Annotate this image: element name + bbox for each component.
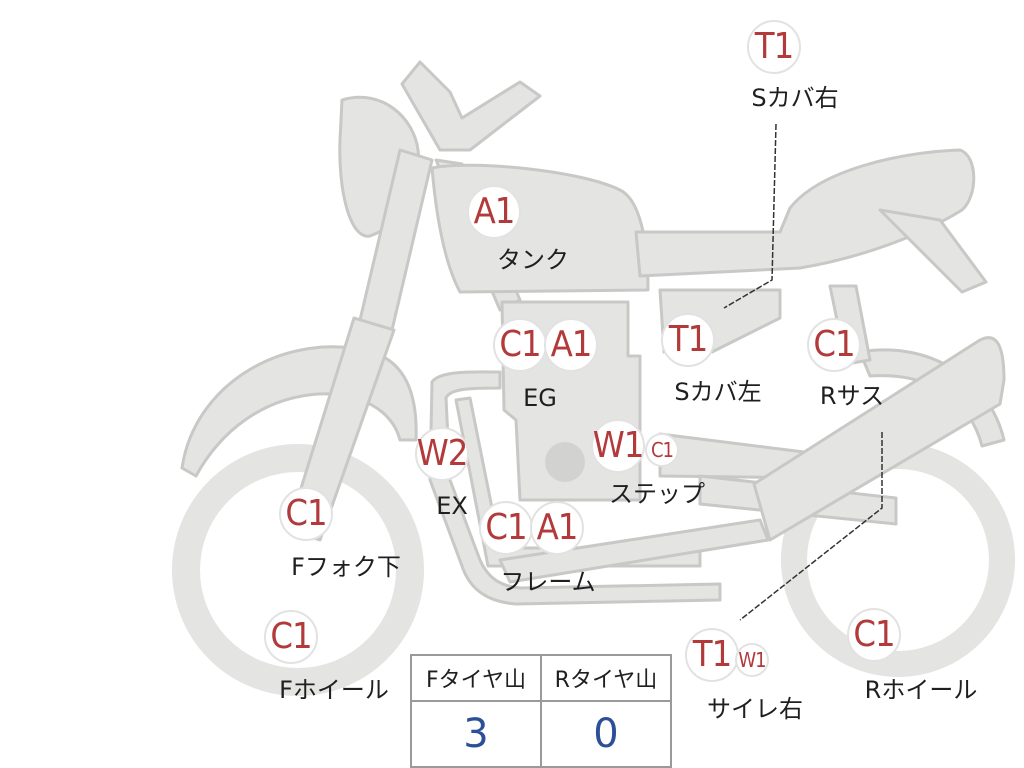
label-step: ステップ: [609, 480, 705, 508]
badge-frame-c1: C1: [479, 501, 533, 555]
label-eg: EG: [523, 384, 557, 412]
label-rsus: Rサス: [819, 382, 885, 410]
leader-line-muffler: [739, 432, 883, 621]
badge-scover-right-t1: T1: [747, 20, 801, 74]
label-ex: EX: [436, 492, 468, 520]
seat: [634, 148, 976, 278]
label-muffler: サイレ右: [707, 695, 803, 723]
label-ffork: Fフォク下: [291, 553, 401, 581]
rear-tire-tread-value: 0: [540, 700, 672, 768]
front-tire-tread-value: 3: [410, 700, 542, 768]
badge-tank-a1: A1: [467, 185, 521, 239]
frame-swing: [498, 518, 770, 584]
badge-eg-a1: A1: [544, 318, 598, 372]
label-frame: フレーム: [500, 568, 596, 596]
label-scover-right: Sカバ右: [751, 84, 839, 112]
tire-tread-table: Fタイヤ山 Rタイヤ山 3 0: [410, 654, 672, 768]
front-tire-tread-header: Fタイヤ山: [410, 654, 542, 702]
badge-muffler-t1: T1: [685, 628, 739, 682]
badge-ex-w2: W2: [415, 427, 469, 481]
badge-eg-c1: C1: [493, 318, 547, 372]
badge-muffler-w1: W1: [735, 643, 769, 677]
rear-cowl: [878, 208, 988, 294]
front-wheel: [172, 444, 424, 696]
badge-rsus-c1: C1: [807, 318, 861, 372]
badge-ffork-c1: C1: [279, 487, 333, 541]
leader-line-scover-right: [723, 123, 777, 309]
muffler: [752, 336, 1006, 542]
label-fwheel: Fホイール: [279, 676, 389, 704]
front-fork-lower: [286, 316, 396, 542]
engine-cover: [545, 442, 585, 482]
rear-tire-tread-header: Rタイヤ山: [540, 654, 672, 702]
badge-scover-left-t1: T1: [661, 313, 715, 367]
handlebar: [400, 60, 542, 152]
badge-step-c1: C1: [645, 433, 679, 467]
label-rwheel: Rホイール: [864, 676, 978, 704]
badge-fwheel-c1: C1: [264, 610, 318, 664]
exhaust-pipe: [428, 370, 722, 606]
badge-frame-a1: A1: [530, 501, 584, 555]
badge-step-w1: W1: [591, 419, 645, 473]
label-scover-left: Sカバ左: [674, 378, 762, 406]
badge-rwheel-c1: C1: [847, 608, 901, 662]
label-tank: タンク: [497, 246, 569, 274]
